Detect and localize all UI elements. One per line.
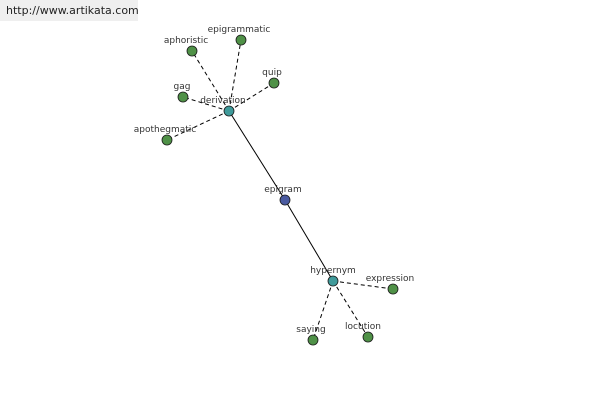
center-node-epigram[interactable] <box>279 194 291 206</box>
graph-nodes <box>161 34 399 346</box>
source-url[interactable]: http://www.artikata.com <box>0 0 139 21</box>
edge-derivation-aphoristic <box>191 50 230 112</box>
leaf-label-locution[interactable]: locution <box>345 322 381 332</box>
leaf-node-saying[interactable] <box>307 334 319 346</box>
leaf-label-quip[interactable]: quip <box>262 68 282 78</box>
leaf-node-epigrammatic[interactable] <box>235 34 247 46</box>
edge-hypernym-saying <box>312 280 334 341</box>
edge-epigram-hypernym <box>284 199 334 282</box>
leaf-node-locution[interactable] <box>362 331 374 343</box>
leaf-label-epigrammatic[interactable]: epigrammatic <box>208 25 271 35</box>
edge-derivation-apothegmatic <box>166 110 230 141</box>
leaf-node-quip[interactable] <box>268 77 280 89</box>
edge-derivation-epigrammatic <box>228 39 242 112</box>
edge-hypernym-expression <box>332 280 394 290</box>
hub-node-hypernym[interactable] <box>327 275 339 287</box>
leaf-node-gag[interactable] <box>177 91 189 103</box>
leaf-label-expression[interactable]: expression <box>366 274 415 284</box>
hub-node-derivation[interactable] <box>223 105 235 117</box>
leaf-label-aphoristic[interactable]: aphoristic <box>164 36 208 46</box>
leaf-node-expression[interactable] <box>387 283 399 295</box>
edge-derivation-gag <box>182 96 230 112</box>
leaf-label-apothegmatic[interactable]: apothegmatic <box>134 125 197 135</box>
hub-label-hypernym[interactable]: hypernym <box>310 266 356 276</box>
graph-edges <box>166 39 394 341</box>
leaf-label-saying[interactable]: saying <box>296 325 325 335</box>
edge-derivation-quip <box>228 82 275 112</box>
edge-epigram-derivation <box>228 110 286 201</box>
hub-label-derivation[interactable]: derivation <box>200 96 246 106</box>
leaf-node-apothegmatic[interactable] <box>161 134 173 146</box>
center-label-epigram[interactable]: epigram <box>264 185 301 195</box>
leaf-node-aphoristic[interactable] <box>186 45 198 57</box>
leaf-label-gag[interactable]: gag <box>174 82 191 92</box>
